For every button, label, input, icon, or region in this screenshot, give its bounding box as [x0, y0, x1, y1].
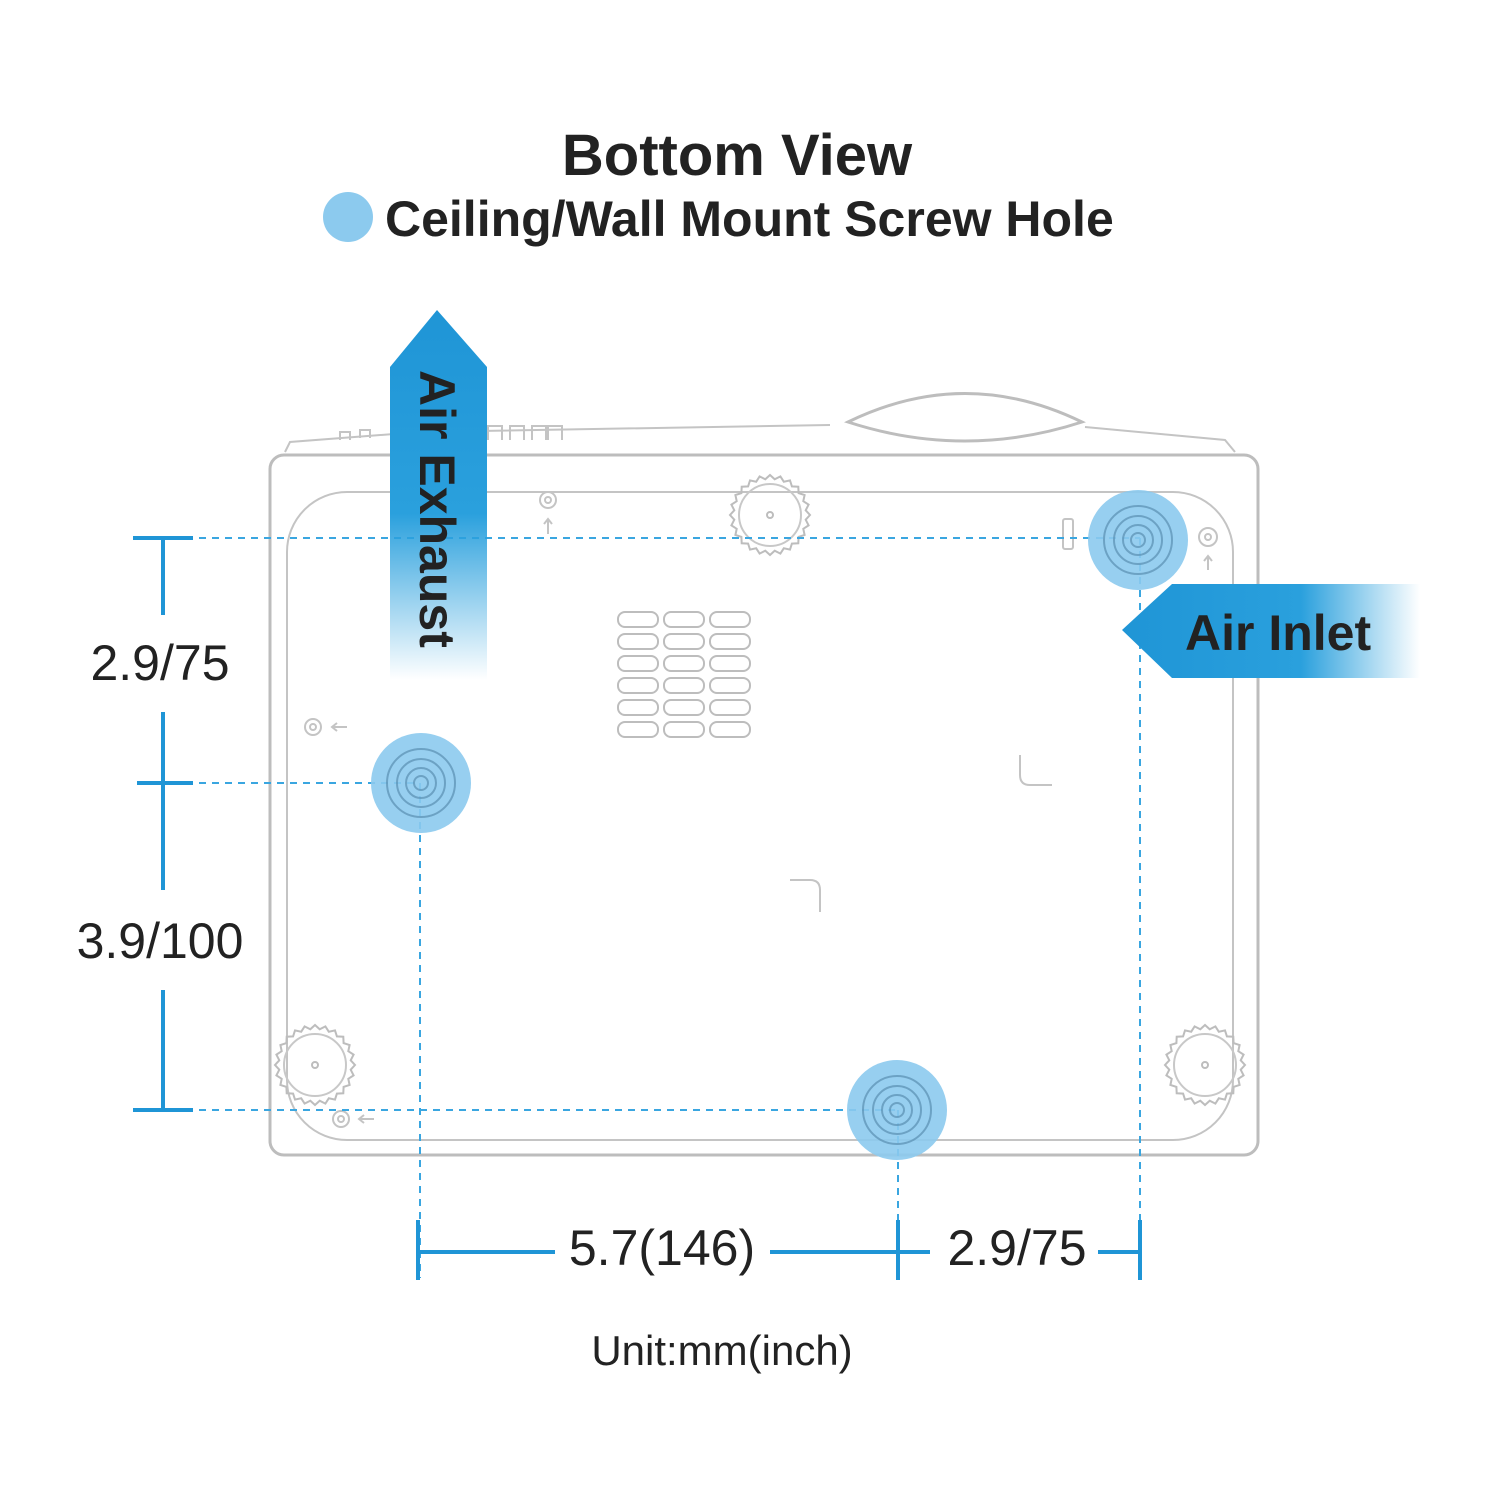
dimension-horizontal-right: 2.9/75 — [947, 1220, 1086, 1276]
screw-hole-bottom — [847, 1060, 947, 1160]
screw-hole-left — [371, 733, 471, 833]
dimension-horizontal-left: 5.7(146) — [569, 1220, 755, 1276]
unit-note: Unit:mm(inch) — [591, 1327, 852, 1374]
small-markings — [304, 491, 1218, 1128]
air-exhaust-arrow: Air Exhaust — [390, 310, 487, 680]
vent-teeth — [339, 425, 563, 440]
foot-bottom-right — [1163, 1023, 1247, 1107]
horizontal-dimension — [416, 1220, 1142, 1280]
projector-inner-panel — [286, 491, 1234, 1141]
foot-top-center — [728, 473, 812, 557]
air-inlet-label: Air Inlet — [1185, 605, 1371, 661]
air-exhaust-label: Air Exhaust — [409, 370, 465, 648]
dimension-vertical-bottom: 3.9/100 — [77, 913, 244, 969]
projector-outer-body — [268, 453, 1260, 1157]
air-inlet-arrow: Air Inlet — [1122, 584, 1420, 678]
dimension-vertical-top: 2.9/75 — [90, 635, 229, 691]
lens-bump — [843, 392, 1087, 443]
diagram-title: Bottom View — [562, 123, 913, 188]
vent-grid — [617, 611, 751, 738]
foot-bottom-left — [273, 1023, 357, 1107]
screw-hole-dot-icon — [323, 192, 373, 242]
screw-hole-top-right — [1088, 490, 1188, 590]
reference-lines — [160, 537, 1141, 1278]
vertical-dimension — [133, 536, 193, 1112]
projector-top-edge — [284, 392, 1236, 453]
legend-label: Ceiling/Wall Mount Screw Hole — [385, 191, 1114, 247]
